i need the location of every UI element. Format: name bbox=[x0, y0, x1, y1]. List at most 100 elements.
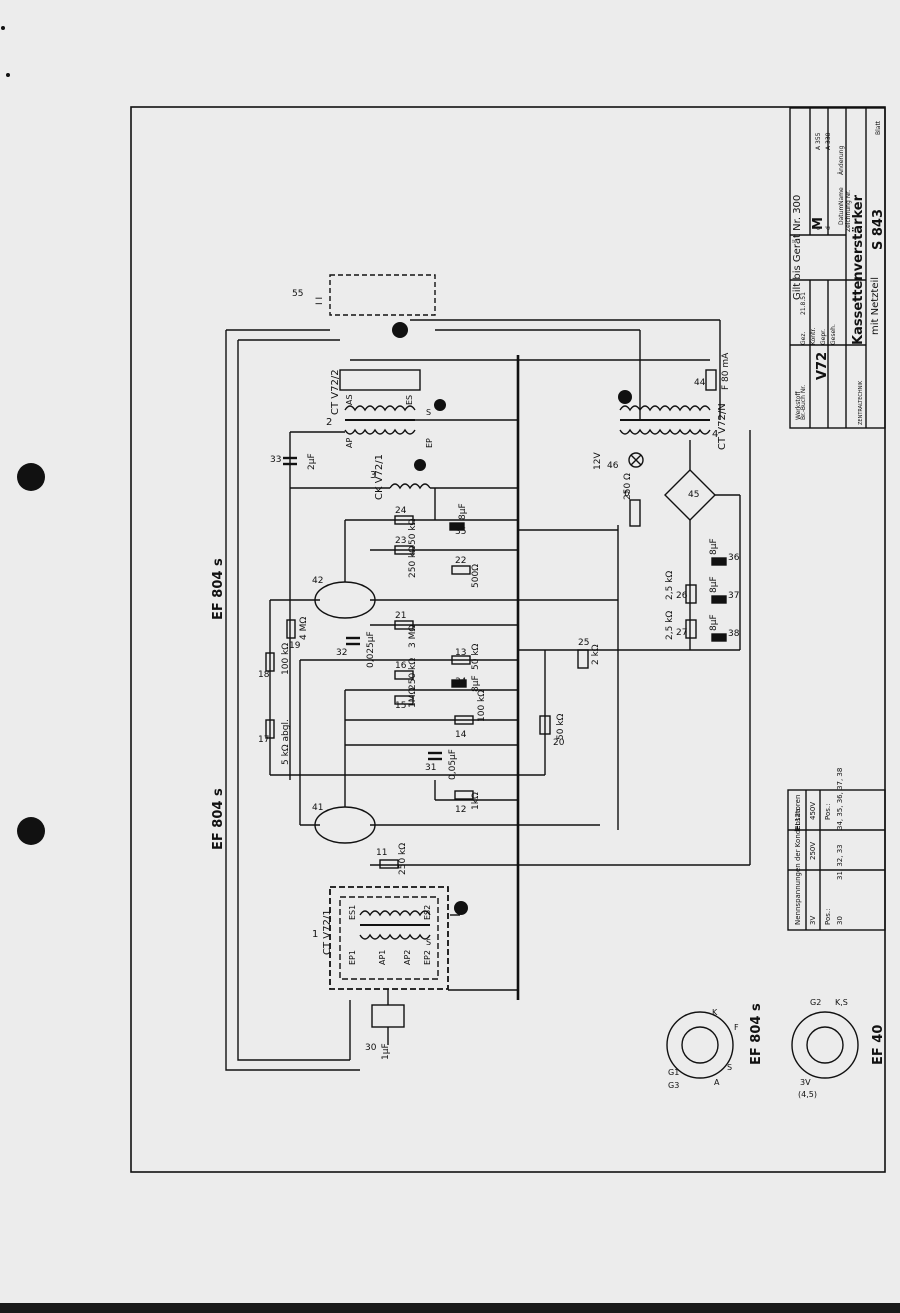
t4-name: CT V72/N bbox=[717, 403, 728, 450]
val-24: 50 kΩ bbox=[408, 518, 418, 545]
t1-num: 1 bbox=[312, 929, 318, 940]
ref-23: 23 bbox=[395, 536, 406, 546]
tb-d-text: A 338 bbox=[825, 132, 832, 150]
pinout-ef804s bbox=[666, 1011, 734, 1079]
val-19: 4 MΩ bbox=[299, 617, 309, 640]
capacitor-30 bbox=[371, 1004, 405, 1028]
ground-marks bbox=[1, 26, 632, 915]
t1-s: S bbox=[426, 938, 431, 947]
pin-g1: G1 bbox=[668, 1068, 679, 1077]
ref-65: 55 bbox=[292, 289, 303, 299]
connector-65 bbox=[329, 274, 436, 316]
ref-15: 15 bbox=[395, 701, 406, 711]
vt-r2c3: 34, 35, 36, 37, 38 bbox=[836, 768, 844, 830]
tb-m: M bbox=[811, 217, 826, 230]
ref-32: 32 bbox=[336, 648, 347, 658]
t1-es2: ES2 bbox=[423, 905, 432, 920]
punch-hole-top bbox=[17, 463, 45, 491]
pin-k: K bbox=[712, 1008, 718, 1017]
pin-g2: G2 bbox=[810, 998, 821, 1007]
tb-geseh: Geseh. bbox=[830, 324, 837, 345]
ref-11: 11 bbox=[376, 848, 387, 858]
vt-r2c1: 30 bbox=[836, 916, 844, 925]
t2-ep: EP bbox=[425, 438, 434, 448]
val-16: 250 kΩ bbox=[408, 658, 418, 690]
ref-33: 33 bbox=[270, 455, 281, 465]
ref-37: 37 bbox=[728, 591, 739, 601]
tb-d: d bbox=[825, 226, 832, 230]
ref-21: 21 bbox=[395, 611, 406, 621]
val-18: 100 kΩ bbox=[281, 643, 291, 675]
val-35: 8μF bbox=[458, 503, 468, 520]
scan-edge bbox=[0, 1303, 900, 1313]
model-code: V72 bbox=[815, 352, 830, 380]
pinout-label-ef804s: EF 804 s bbox=[749, 1003, 764, 1065]
val-14: 100 kΩ bbox=[477, 690, 487, 722]
tb-zentral: ZENTRALTECHNIK bbox=[858, 380, 864, 425]
vt-h1: 3V bbox=[809, 916, 817, 925]
drawing-number: S 843 bbox=[871, 209, 886, 250]
tb-name: Name bbox=[838, 187, 845, 205]
fuse-44 bbox=[705, 369, 717, 391]
ref-14: 14 bbox=[455, 730, 467, 740]
tb-werkstoff: Werkstoff bbox=[795, 391, 802, 420]
pin-ks: K,S bbox=[835, 998, 848, 1007]
ref-44: 44 bbox=[694, 378, 706, 388]
val-11: 250 kΩ bbox=[398, 843, 408, 875]
val-13: 50 kΩ bbox=[471, 643, 481, 670]
vt-title: Nennspannungen der Kondensatoren bbox=[794, 795, 802, 925]
t1-ep1: EP1 bbox=[348, 950, 357, 965]
tb-c: c bbox=[815, 227, 822, 230]
pin-3v: 3V bbox=[800, 1078, 811, 1087]
ref-20: 20 bbox=[553, 738, 565, 748]
val-12: 1kΩ bbox=[471, 792, 481, 810]
pin-f: F bbox=[734, 1023, 739, 1032]
t3-num: 3 bbox=[370, 470, 376, 481]
ref-46: 46 bbox=[607, 461, 619, 471]
tube-label-mid: EF 804 s bbox=[211, 788, 226, 850]
t2-num: 2 bbox=[326, 417, 332, 428]
tb-aenderung: Änderung bbox=[838, 146, 845, 175]
ref-6: 6 bbox=[624, 489, 630, 499]
tube-41 bbox=[314, 806, 376, 844]
ref-24: 24 bbox=[395, 506, 407, 516]
t2-es: ES bbox=[405, 395, 414, 405]
ref-26: 26 bbox=[676, 591, 688, 601]
t1-ep2: EP2 bbox=[423, 950, 432, 965]
vt-misc: EL12a bbox=[794, 808, 802, 830]
t4-num: 4 bbox=[712, 429, 718, 440]
ref-25: 25 bbox=[578, 638, 589, 648]
val-37: 8μF bbox=[709, 576, 719, 593]
pin-a: A bbox=[714, 1078, 720, 1087]
tb-blatt: Blatt bbox=[875, 120, 882, 135]
val-21: 3 MΩ bbox=[408, 625, 418, 648]
val-38: 8μF bbox=[709, 614, 719, 631]
val-44: F 80 mA bbox=[721, 352, 731, 390]
tb-c-text: A 355 bbox=[815, 132, 822, 150]
drawing-title: Kassettenverstärker bbox=[851, 194, 866, 345]
ref-22: 22 bbox=[455, 556, 466, 566]
ref-19: 19 bbox=[289, 641, 301, 651]
ref-36: 36 bbox=[728, 553, 740, 563]
val-31: 0,05μF bbox=[448, 749, 458, 780]
t1-ap2: AP2 bbox=[403, 950, 412, 965]
transformer-1 bbox=[329, 886, 449, 990]
t3-name: CK V72/1 bbox=[374, 454, 385, 500]
vt-r2c2: 31, 32, 33 bbox=[836, 844, 844, 880]
vt-pos1: Pos.: bbox=[824, 909, 832, 926]
ref-31: 31 bbox=[425, 763, 436, 773]
val-22: 500Ω bbox=[471, 564, 481, 588]
connector-roman: I I bbox=[315, 297, 325, 305]
pilot-lamp bbox=[628, 452, 644, 468]
val-15: 1MΩ bbox=[408, 688, 418, 708]
val-34: 8μF bbox=[471, 675, 481, 692]
ref-27: 27 bbox=[676, 628, 687, 638]
ref-35: 35 bbox=[455, 527, 466, 537]
ref-30: 30 bbox=[365, 1043, 377, 1053]
ref-41: 41 bbox=[312, 803, 323, 813]
ref-16: 16 bbox=[395, 661, 407, 671]
drawing-subtitle: mit Netzteil bbox=[870, 277, 881, 335]
t2-name: CT V72/2 bbox=[330, 369, 341, 415]
